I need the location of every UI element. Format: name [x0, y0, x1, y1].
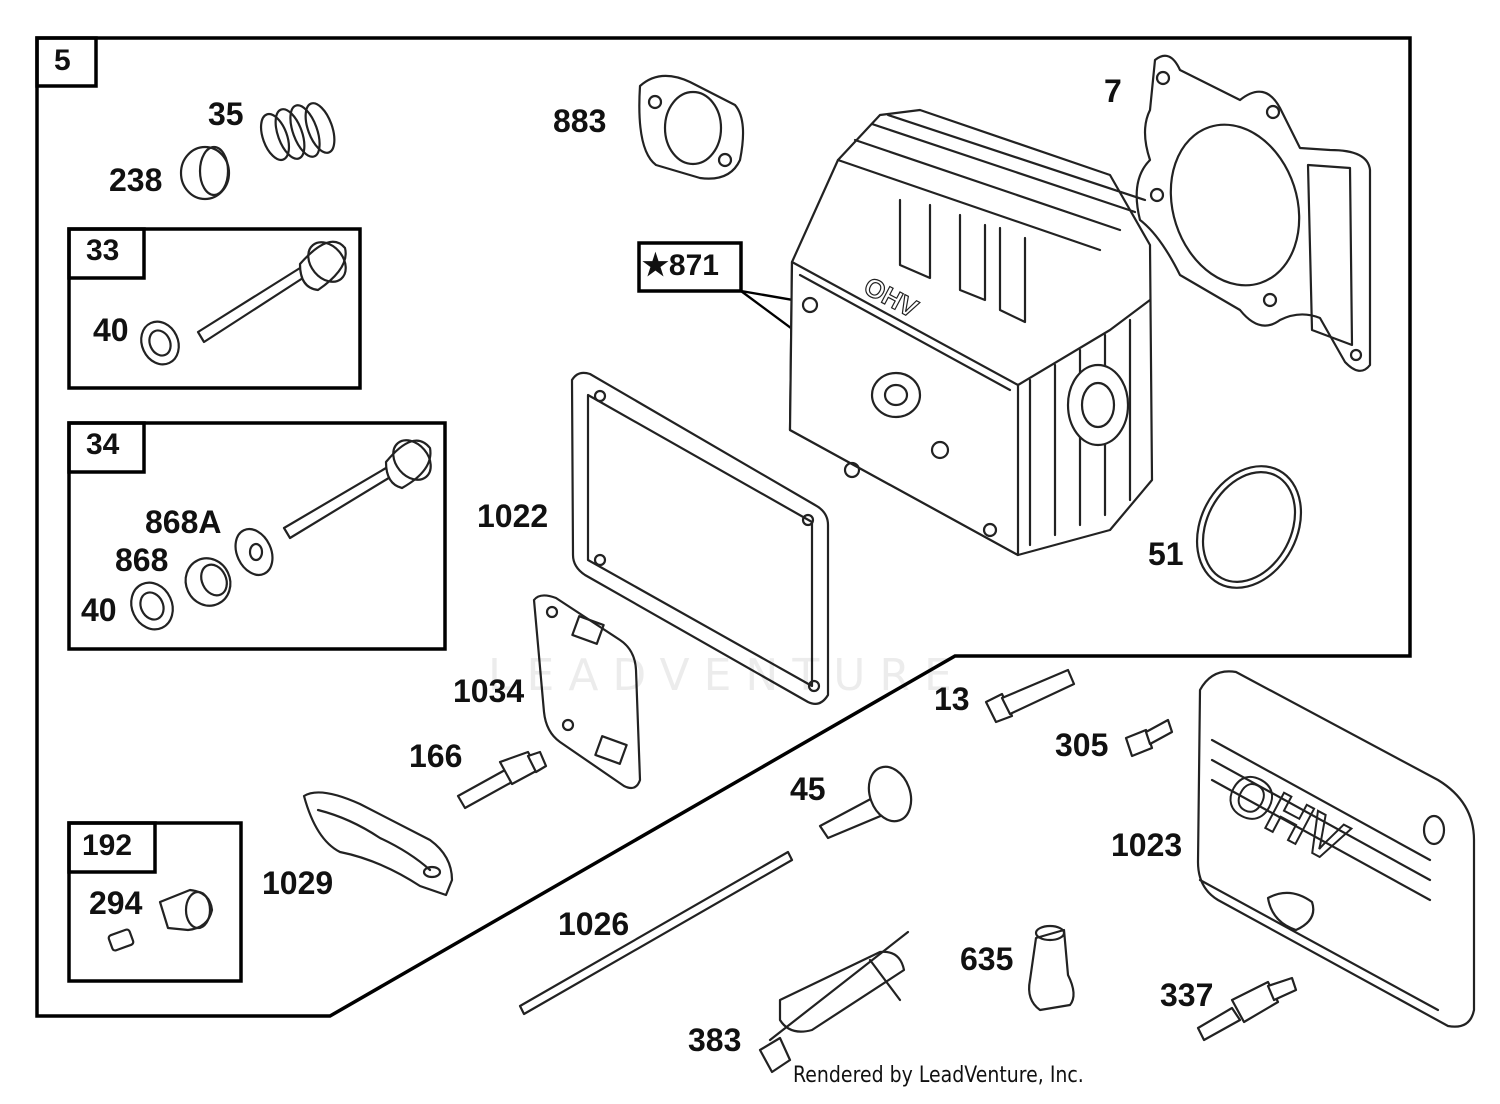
- callout-868: 868: [115, 542, 169, 578]
- screw-part-294: [107, 888, 214, 952]
- valve-part-33: [140, 240, 347, 366]
- assembly-frame: [35, 36, 1412, 1018]
- oring-part-51: [1195, 465, 1303, 589]
- stud-part-166: [456, 750, 548, 810]
- plate-part-1034: [532, 594, 642, 790]
- callout-51: 51: [1148, 536, 1184, 572]
- gasket-part-883: [638, 74, 745, 180]
- valve-part-34: [130, 439, 432, 631]
- callout-35: 35: [208, 96, 244, 132]
- box-33-frame: [67, 227, 362, 390]
- spring-part-35: [259, 102, 336, 162]
- pushrod-part-1026: [518, 850, 794, 1016]
- callout-40b: 40: [81, 592, 117, 628]
- screw-part-305: [1124, 718, 1174, 758]
- group-label: 5: [54, 44, 71, 77]
- callout-294: 294: [89, 885, 143, 921]
- callout-305: 305: [1055, 727, 1109, 763]
- box-192-label: 192: [82, 829, 133, 862]
- callout-337: 337: [1160, 977, 1214, 1013]
- callout-238: 238: [109, 162, 163, 198]
- box-871-label: ★871: [642, 249, 719, 282]
- box-33-label: 33: [86, 234, 120, 267]
- callout-40a: 40: [93, 312, 129, 348]
- callout-45: 45: [790, 771, 826, 807]
- callout-166: 166: [409, 738, 463, 774]
- box-192-tag: [67, 821, 157, 874]
- cap-part-238: [179, 145, 231, 201]
- rocker-part-1029: [302, 791, 454, 897]
- bolt-part-13: [984, 668, 1076, 724]
- valve-cover-part-1023: OHV: [1196, 670, 1476, 1028]
- callout-1023: 1023: [1111, 827, 1183, 863]
- cylinder-head: OHV: [788, 108, 1154, 557]
- callout-635: 635: [960, 941, 1014, 977]
- gasket-part-1022: [570, 371, 830, 705]
- callout-7: 7: [1104, 73, 1122, 109]
- box-33-tag: [67, 227, 146, 280]
- guide-part-45: [818, 765, 913, 840]
- callout-1026: 1026: [558, 906, 630, 942]
- callout-1034: 1034: [453, 673, 525, 709]
- callout-383: 383: [688, 1022, 742, 1058]
- footer-credit: Rendered by LeadVenture, Inc.: [793, 1063, 1084, 1088]
- group-label-box: [35, 36, 98, 88]
- elbow-part-635: [1028, 924, 1075, 1012]
- box-34-tag: [67, 421, 146, 474]
- box-34-label: 34: [86, 428, 120, 461]
- callout-883: 883: [553, 103, 607, 139]
- box-871-frame: [637, 241, 743, 293]
- box-34-frame: [67, 421, 447, 651]
- callout-1029: 1029: [262, 865, 334, 901]
- watermark: LEADVENTURE: [488, 650, 966, 701]
- callout-1022: 1022: [477, 498, 549, 534]
- callout-13: 13: [934, 681, 970, 717]
- sparkplug-part-337: [1196, 976, 1298, 1042]
- callout-868a: 868A: [145, 504, 222, 540]
- part-383: [758, 930, 910, 1074]
- head-gasket-part-7: [1135, 54, 1372, 372]
